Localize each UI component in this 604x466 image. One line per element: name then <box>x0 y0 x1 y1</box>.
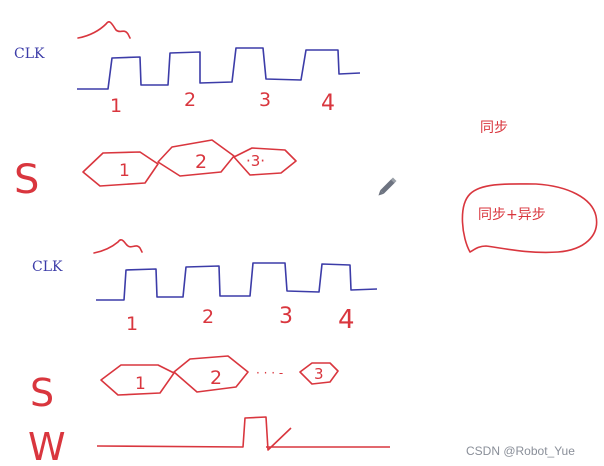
bottom-tick-4: 4 <box>338 305 355 335</box>
bottom-hex-1-label: 1 <box>135 374 146 394</box>
bottom-tick-3: 3 <box>279 304 293 329</box>
bottom-hex-2 <box>173 355 249 393</box>
pencil-icon <box>378 177 397 196</box>
top-tick-3: 3 <box>259 89 271 111</box>
bottom-dots: · · · - <box>256 366 283 380</box>
top-hex-1-label: 1 <box>119 161 130 181</box>
bottom-hex-3-label: 3 <box>314 365 324 383</box>
note-bubble <box>461 183 598 254</box>
top-hex-2-label: 2 <box>195 151 207 173</box>
top-hex-1 <box>82 151 159 187</box>
top-signal-label: S <box>14 157 39 203</box>
top-hex-3-label: ·3· <box>246 152 265 170</box>
bottom-clk-waveform <box>96 262 378 301</box>
top-scribble <box>77 21 131 39</box>
note-sync-async: 同步+异步 <box>478 207 546 223</box>
bottom-w-waveform <box>96 416 390 451</box>
bottom-wave-label: W <box>28 425 66 466</box>
bottom-hex-3 <box>299 362 339 385</box>
top-clk-waveform <box>77 47 361 90</box>
top-hex-2 <box>157 139 235 177</box>
note-sync: 同步 <box>480 120 508 136</box>
top-tick-2: 2 <box>184 89 196 111</box>
bottom-signal-label: S <box>30 371 54 415</box>
bottom-clk-label: CLK <box>32 259 63 275</box>
bottom-tick-2: 2 <box>202 306 214 328</box>
bottom-tick-1: 1 <box>126 313 138 335</box>
watermark: CSDN @Robot_Yue <box>466 444 575 458</box>
bottom-scribble <box>93 239 143 254</box>
top-tick-1: 1 <box>110 95 122 117</box>
bottom-hex-2-label: 2 <box>210 367 222 389</box>
top-clk-label: CLK <box>14 46 45 62</box>
top-hex-3 <box>233 147 297 176</box>
top-tick-4: 4 <box>321 91 335 116</box>
